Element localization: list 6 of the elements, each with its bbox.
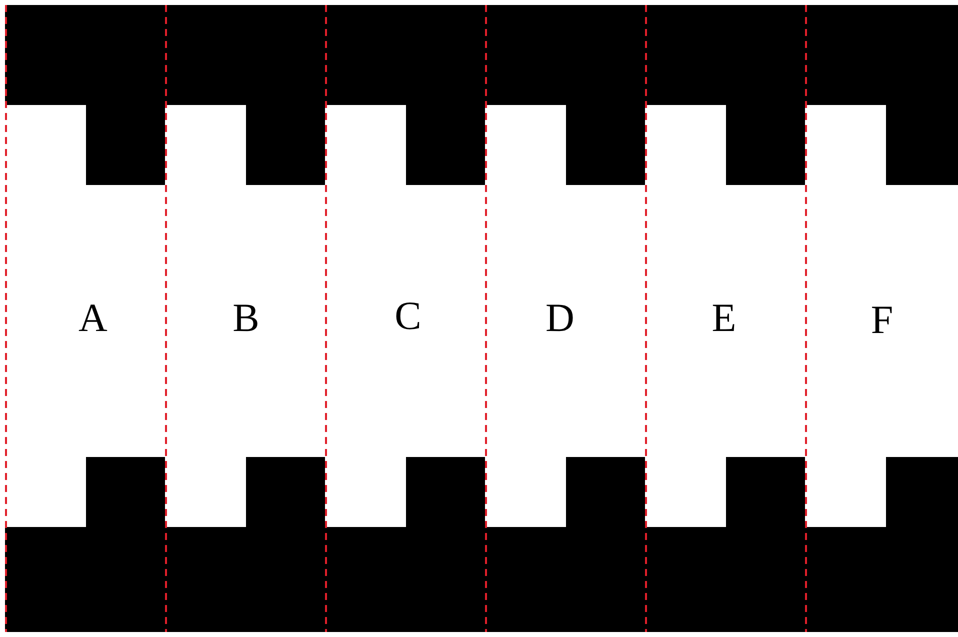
segment-letter: D bbox=[546, 296, 574, 340]
segment-letter: F bbox=[870, 298, 894, 342]
segment-letter: E bbox=[712, 296, 736, 340]
segment-letter: A bbox=[78, 296, 108, 340]
segment-letter: C bbox=[394, 294, 422, 338]
segment-letter: B bbox=[232, 296, 260, 340]
